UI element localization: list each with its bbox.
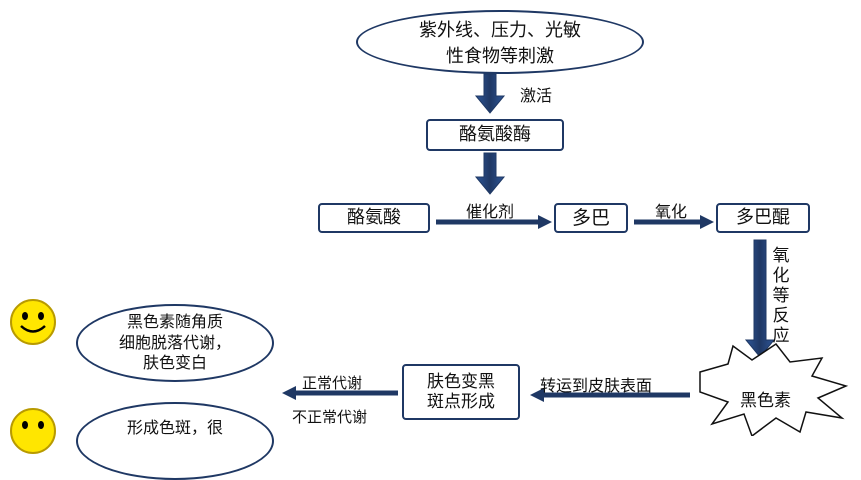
dopaquinone-label: 多巴醌 [736, 207, 790, 229]
edge-label-normal: 正常代谢 [302, 374, 363, 392]
whiten-line1: 黑色素随角质 [126, 311, 223, 331]
diagram-connectors [282, 73, 849, 436]
melanin-label: 黑色素 [740, 391, 791, 411]
smiley-happy-icon [10, 299, 56, 345]
dopa-node: 多巴 [554, 203, 628, 233]
whiten-line2: 细胞脱落代谢， [118, 332, 231, 352]
tyrosine-label: 酪氨酸 [347, 207, 401, 229]
tyrosinase-node: 酪氨酸酶 [426, 119, 564, 151]
arrow-normal-head [282, 386, 296, 400]
tyrosine-node: 酪氨酸 [318, 203, 430, 233]
arrow-tyrosinase-down [474, 152, 506, 195]
darken-node: 肤色变黑 斑点形成 [402, 364, 520, 420]
darken-line1: 肤色变黑 [427, 371, 495, 392]
edge-label-transport: 转运到皮肤表面 [540, 376, 653, 395]
dopa-label: 多巴 [571, 206, 610, 229]
edge-label-abnormal: 不正常代谢 [292, 408, 368, 426]
arrow-activate [474, 73, 506, 114]
spot-node: 形成色斑，很 [76, 402, 274, 480]
stimulus-line2: 性食物等刺激 [446, 46, 554, 67]
edge-label-activate: 激活 [520, 86, 553, 105]
smiley-icon [10, 408, 56, 454]
arrow-oxidize-head [700, 215, 714, 229]
spot-line1: 形成色斑，很 [126, 418, 223, 437]
tyrosinase-label: 酪氨酸酶 [459, 124, 531, 146]
stimulus-node: 紫外线、压力、光敏 性食物等刺激 [356, 10, 644, 74]
edge-label-oxidize: 氧化 [655, 202, 688, 221]
arrow-catalyst-head [538, 215, 552, 229]
melanin-burst-shape [699, 342, 849, 436]
edge-label-catalyst: 催化剂 [466, 202, 515, 221]
arrow-transport-head [530, 388, 544, 402]
dopaquinone-node: 多巴醌 [716, 203, 810, 233]
arrow-oxidize-react [744, 239, 776, 358]
stimulus-line1: 紫外线、压力、光敏 [419, 20, 581, 41]
edge-label-oxidize-react: 氧化等反应 [772, 246, 790, 346]
darken-line2: 斑点形成 [427, 392, 495, 412]
whiten-node: 黑色素随角质 细胞脱落代谢， 肤色变白 [76, 304, 274, 382]
whiten-line3: 肤色变白 [142, 353, 207, 373]
